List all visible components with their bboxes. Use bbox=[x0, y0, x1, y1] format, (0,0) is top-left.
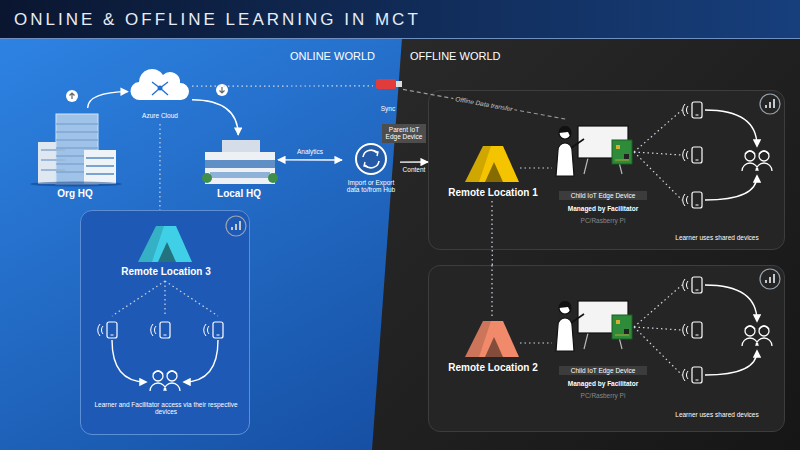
text-slot: ONLINE & OFFLINE LEARNING IN MCT bbox=[14, 10, 534, 30]
hub-icon bbox=[356, 144, 386, 174]
sync-usb-icon bbox=[376, 79, 402, 89]
org-hq-building bbox=[30, 114, 122, 187]
node-text: Learner and Facilitator access via their… bbox=[93, 401, 239, 416]
learners-icon bbox=[150, 371, 180, 391]
text-slot: Analytics bbox=[297, 148, 323, 155]
text-slot: Remote Location 3 bbox=[81, 266, 251, 278]
node-text: Parent IoT Edge Device bbox=[382, 124, 426, 143]
dotted-links bbox=[112, 110, 682, 375]
text-slot: ONLINE WORLD bbox=[290, 50, 400, 63]
connector bbox=[192, 100, 238, 135]
connector bbox=[159, 124, 160, 210]
text-slot: Org HQ bbox=[30, 188, 120, 200]
node-text: Learner uses shared devices bbox=[655, 411, 779, 418]
phone-icon bbox=[683, 192, 702, 208]
connector-label: Analytics bbox=[297, 148, 323, 155]
device-label-node: Parent IoT Edge Device bbox=[382, 124, 426, 148]
phone-icon bbox=[683, 277, 702, 293]
node-text: Managed by Facilitator bbox=[549, 205, 657, 212]
diagram-title: ONLINE & OFFLINE LEARNING IN MCT bbox=[14, 10, 534, 30]
phone-icon bbox=[683, 102, 702, 118]
connector bbox=[492, 250, 493, 265]
learner-arrows bbox=[112, 110, 757, 382]
node-text: PC/Rasberry Pi bbox=[549, 217, 657, 224]
download-icon bbox=[216, 84, 228, 96]
phone-icon bbox=[683, 367, 702, 383]
text-slot: Child IoT Edge Device bbox=[559, 366, 647, 375]
connector bbox=[403, 89, 565, 119]
facilitator-figure bbox=[556, 126, 632, 176]
facilitator-figure bbox=[556, 301, 632, 351]
text-slot: Remote Location 1 bbox=[443, 187, 543, 199]
node-text: Remote Location 3 bbox=[81, 266, 251, 278]
node-text: Child IoT Edge Device bbox=[559, 366, 647, 375]
text-slot: Parent IoT Edge Device bbox=[382, 124, 426, 143]
text-slot: OFFLINE WORLD bbox=[410, 50, 530, 63]
node-text: Managed by Facilitator bbox=[549, 380, 657, 387]
phone-icon bbox=[204, 322, 223, 338]
node-text: Local HQ bbox=[200, 188, 278, 200]
phone-icon bbox=[683, 147, 702, 163]
node-text: Remote Location 1 bbox=[443, 187, 543, 199]
world-label: ONLINE WORLD bbox=[290, 50, 400, 63]
connector-label: Content bbox=[403, 166, 426, 173]
upload-icon bbox=[66, 90, 78, 102]
phone-icon bbox=[683, 322, 702, 338]
text-slot: Managed by Facilitator bbox=[549, 205, 657, 212]
text-slot: Child IoT Edge Device bbox=[559, 191, 647, 200]
text-slot: Managed by Facilitator bbox=[549, 380, 657, 387]
node-text: Org HQ bbox=[30, 188, 120, 200]
title-rule bbox=[0, 38, 800, 39]
text-slot: Remote Location 2 bbox=[443, 362, 543, 374]
connector bbox=[192, 85, 373, 87]
text-slot: PC/Rasberry Pi bbox=[549, 217, 657, 224]
azure-cloud bbox=[130, 69, 189, 100]
offline-ground bbox=[372, 38, 800, 450]
learners-icon bbox=[742, 326, 772, 346]
phone-icon bbox=[98, 322, 117, 338]
text-slot: Learner uses shared devices bbox=[655, 411, 779, 418]
text-slot: Learner and Facilitator access via their… bbox=[93, 401, 239, 416]
text-slot: PC/Rasberry Pi bbox=[549, 392, 657, 399]
text-slot: Local HQ bbox=[200, 188, 278, 200]
text-slot: Learner uses shared devices bbox=[655, 234, 779, 241]
connector bbox=[400, 161, 428, 163]
node-text: PC/Rasberry Pi bbox=[549, 392, 657, 399]
signal-icon bbox=[226, 216, 246, 236]
tent-cyan bbox=[138, 226, 192, 262]
signal-icon bbox=[760, 94, 780, 114]
node-text: Sync bbox=[373, 105, 403, 112]
title-bar bbox=[0, 0, 800, 38]
text-slot: Azure Cloud bbox=[128, 112, 192, 119]
tent-yellow bbox=[465, 146, 519, 182]
text-slot: Sync bbox=[373, 105, 403, 112]
text-slot: Import or Export data to/from Hub bbox=[342, 179, 400, 194]
connector bbox=[88, 92, 128, 108]
local-hq-building bbox=[202, 140, 278, 184]
tent-salmon bbox=[465, 321, 519, 357]
connector bbox=[278, 159, 342, 161]
node-text: Learner uses shared devices bbox=[655, 234, 779, 241]
node-text: Child IoT Edge Device bbox=[559, 191, 647, 200]
phone-icon bbox=[151, 322, 170, 338]
node-text: Azure Cloud bbox=[128, 112, 192, 119]
world-label: OFFLINE WORLD bbox=[410, 50, 530, 63]
node-text: Remote Location 2 bbox=[443, 362, 543, 374]
text-slot: Content bbox=[403, 166, 426, 173]
node-text: Import or Export data to/from Hub bbox=[342, 179, 400, 194]
learners-icon bbox=[742, 151, 772, 171]
signal-icon bbox=[760, 269, 780, 289]
